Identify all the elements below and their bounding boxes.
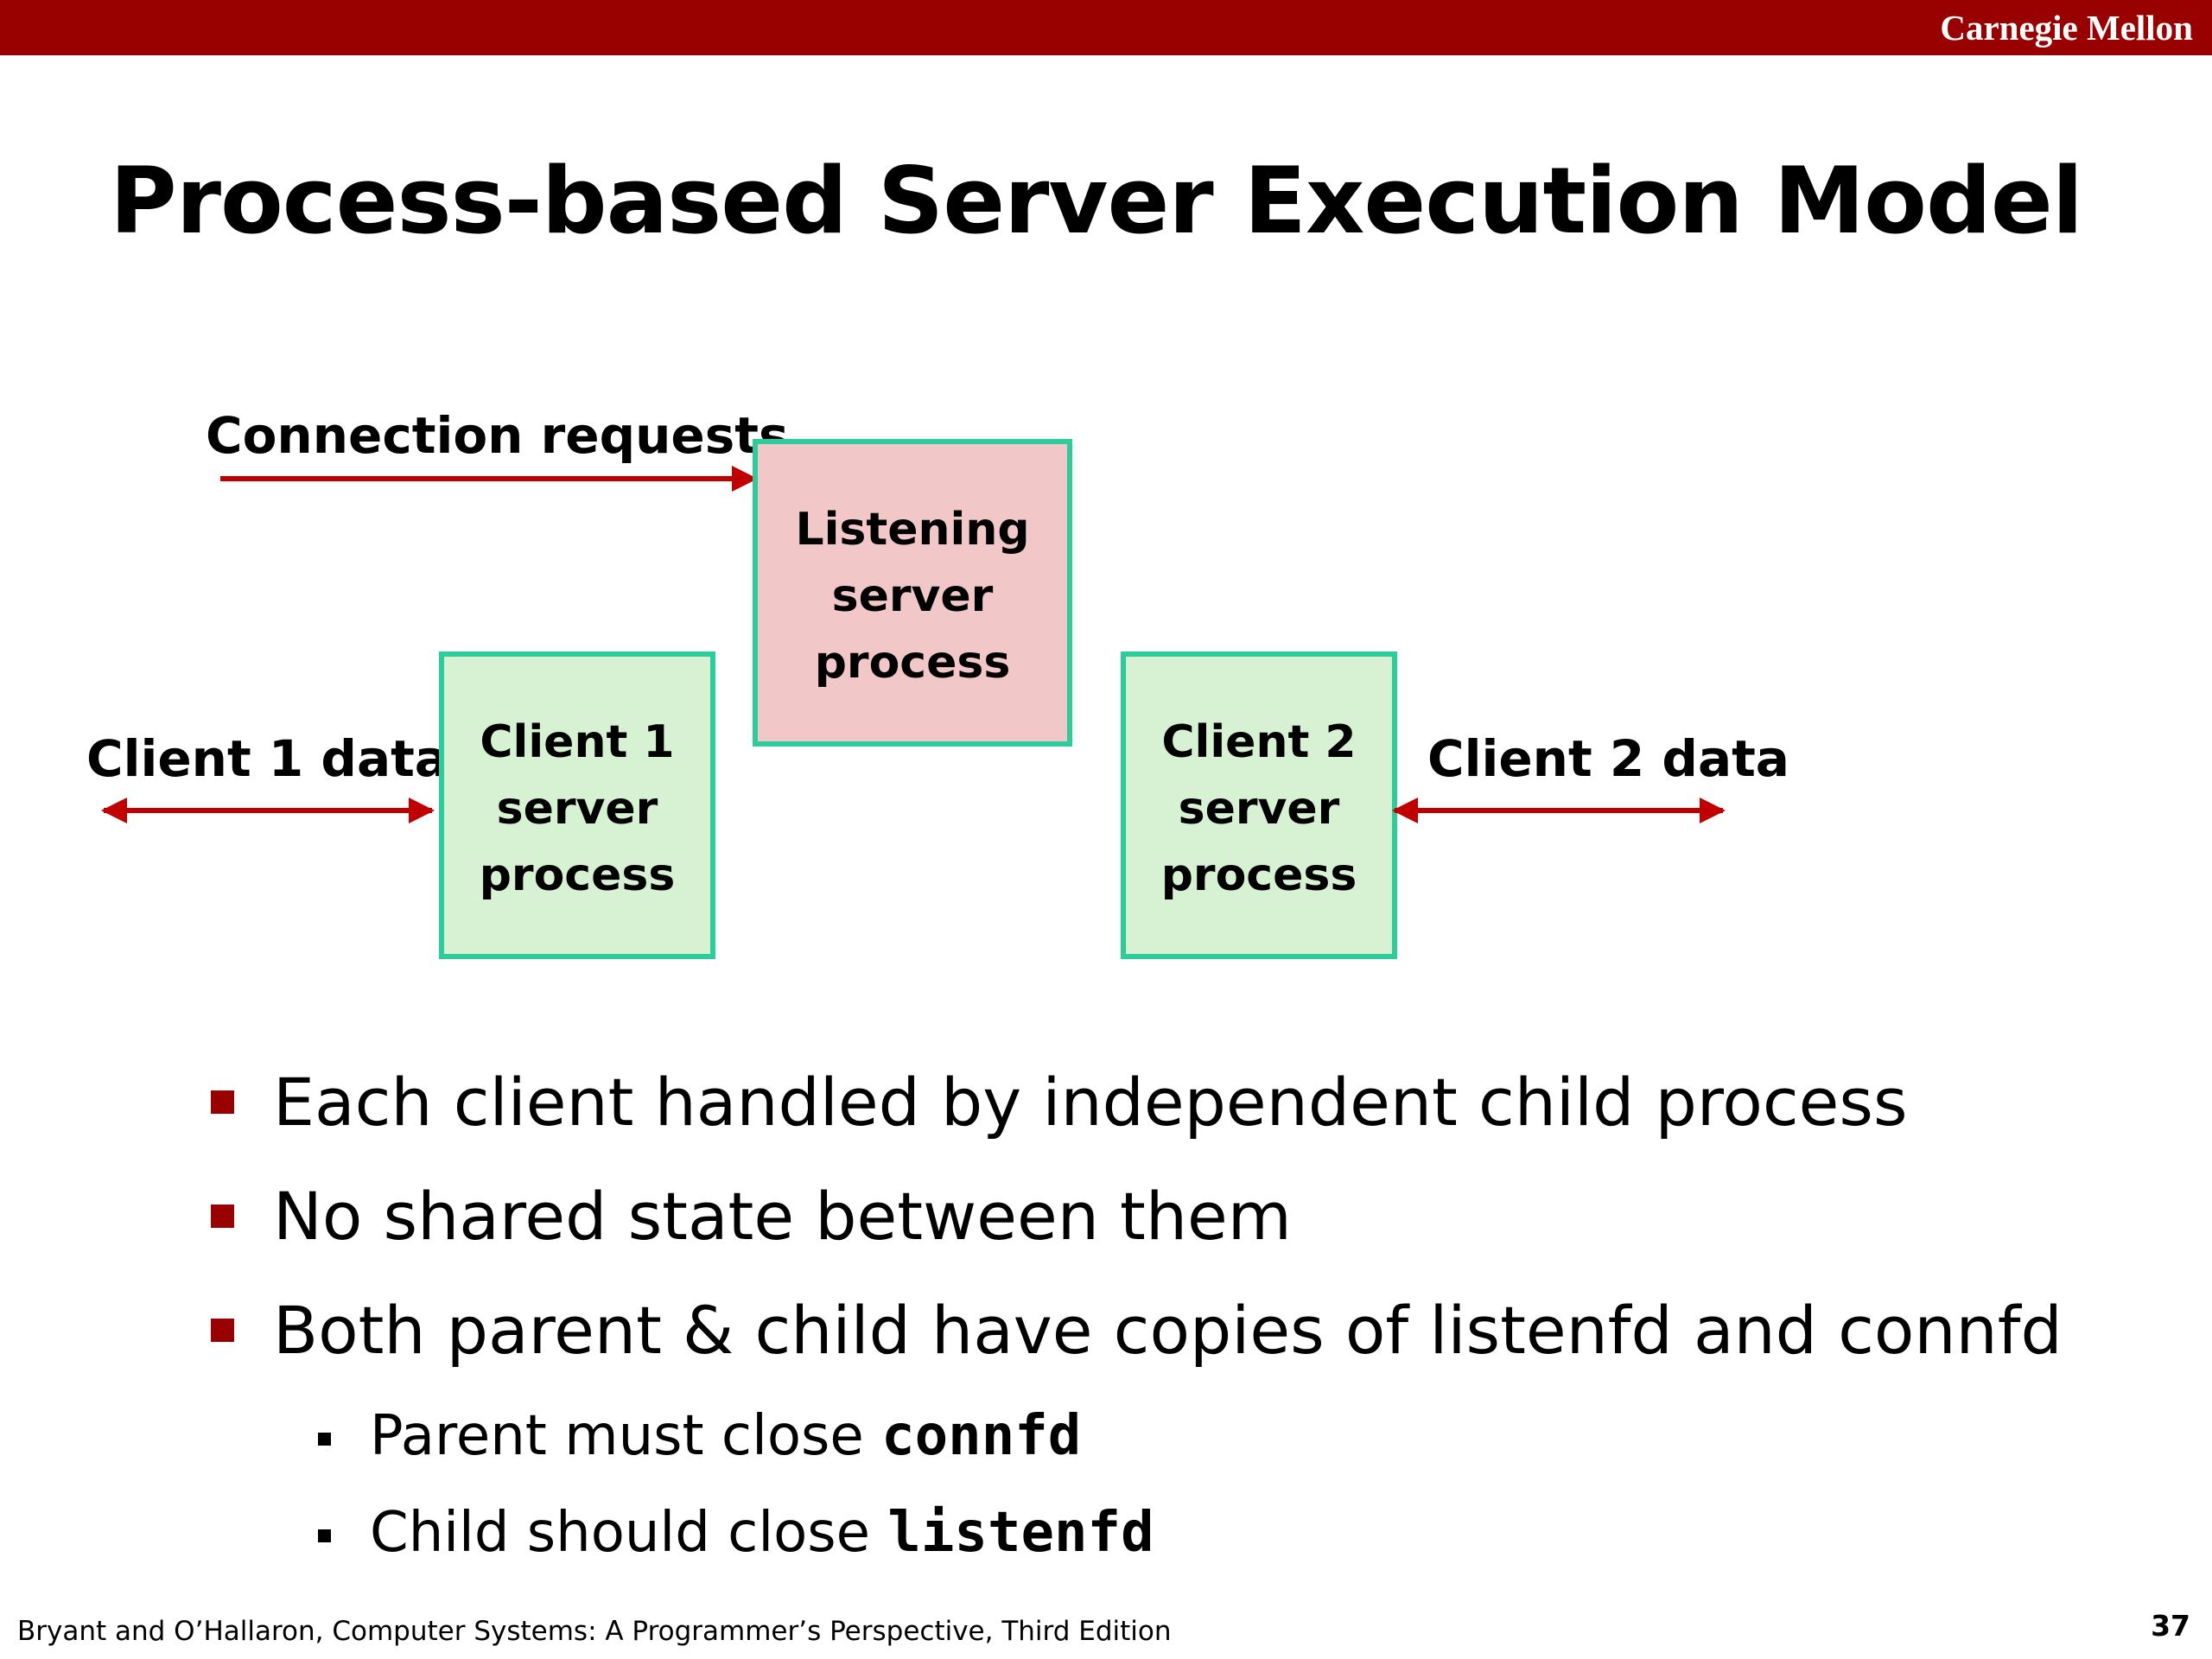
client2-data-label: Client 2 data [1427, 729, 1789, 788]
listening-box-line2: server [832, 570, 994, 622]
listening-box-line3: process [815, 637, 1011, 689]
code-connfd: connfd [881, 1404, 1082, 1468]
client2-box-line2: server [1179, 783, 1340, 835]
bullet-item: Each client handled by independent child… [207, 1046, 2063, 1160]
sub-bullet-item: Child should close listenfd [207, 1484, 2063, 1581]
brand-logo-text: Carnegie Mellon [1940, 8, 2193, 48]
client1-box-line1: Client 1 [480, 716, 674, 768]
client2-box-line1: Client 2 [1161, 716, 1356, 768]
top-banner: Carnegie Mellon [0, 0, 2212, 55]
sub-bullet-item: Parent must close connfd [207, 1388, 2063, 1484]
client2-server-box [1121, 652, 1397, 959]
sub-bullet-text: Parent must close [370, 1404, 882, 1468]
client2-box-line3: process [1161, 849, 1357, 901]
slide-title: Process-based Server Execution Model [110, 148, 2083, 254]
client1-data-label: Client 1 data [86, 729, 448, 788]
bullet-list: Each client handled by independent child… [207, 1046, 2063, 1581]
listening-box-line1: Listening [795, 504, 1029, 556]
sub-bullet-text: Child should close [370, 1501, 888, 1565]
page-number: 37 [2151, 1609, 2190, 1643]
client1-server-box [439, 652, 715, 959]
connection-requests-label: Connection requests [206, 406, 789, 465]
bullet-item: No shared state between them [207, 1160, 2063, 1274]
code-listenfd: listenfd [887, 1501, 1154, 1565]
bullet-item: Both parent & child have copies of liste… [207, 1274, 2063, 1388]
client1-box-line2: server [497, 783, 658, 835]
footer-citation: Bryant and O’Hallaron, Computer Systems:… [17, 1616, 1172, 1647]
listening-server-box [753, 439, 1072, 747]
client1-box-line3: process [480, 849, 676, 901]
